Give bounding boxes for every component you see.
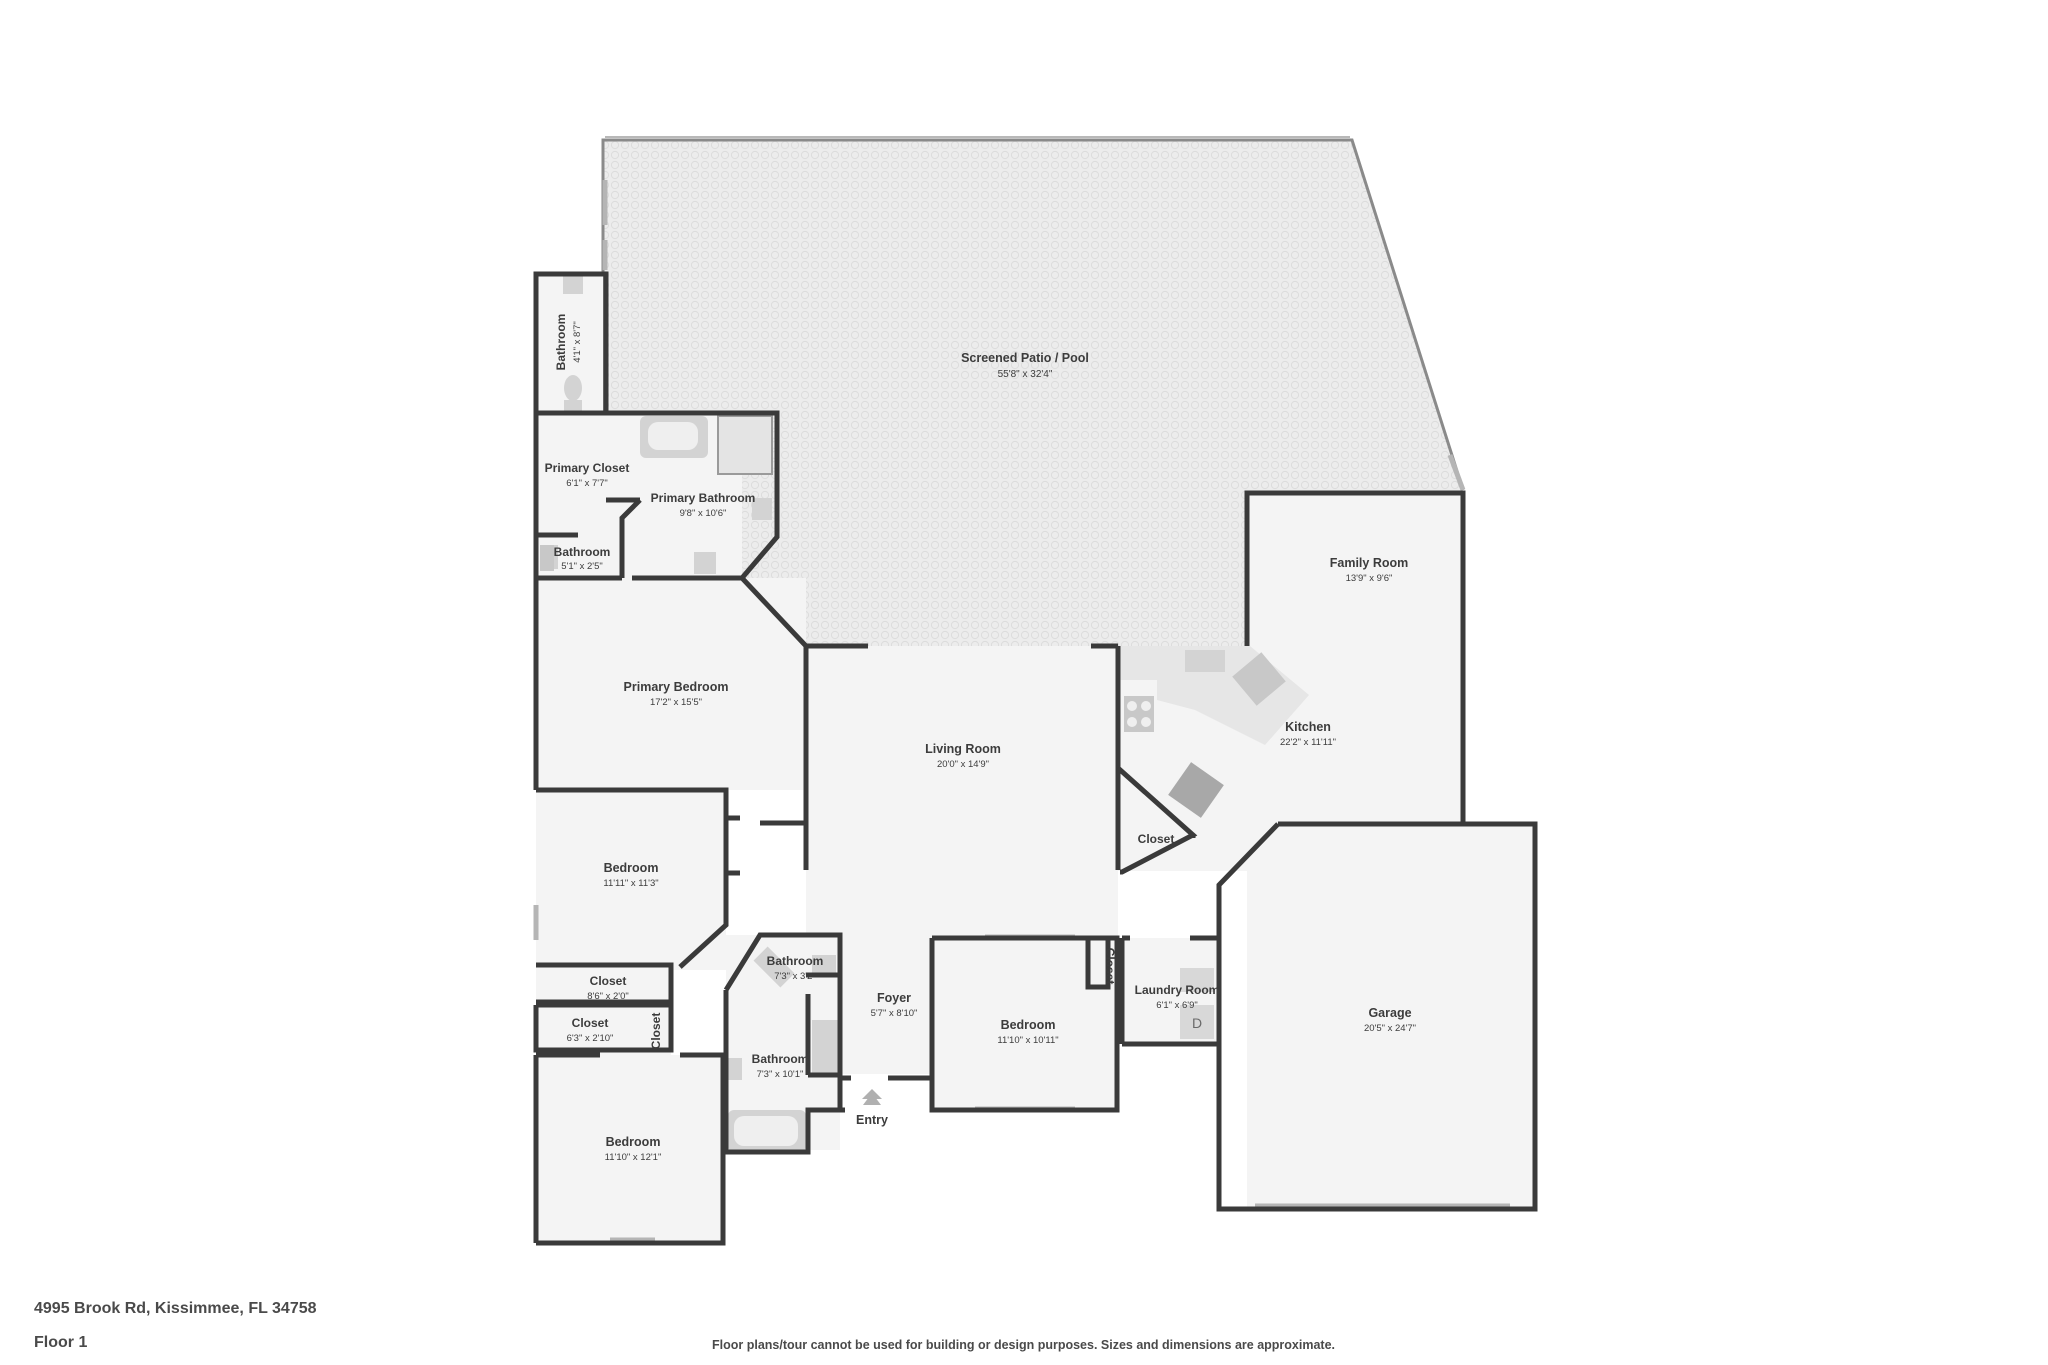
- room-name: Foyer: [877, 991, 911, 1005]
- room-dims: 13'9" x 9'6": [1346, 573, 1393, 584]
- room-name: Bathroom: [554, 545, 611, 559]
- room-dims: 55'8" x 32'4": [998, 369, 1053, 380]
- room-label-closet-bed3: Closet: [1103, 948, 1117, 985]
- room-label-family: Family Room 13'9" x 9'6": [1330, 556, 1409, 584]
- disclaimer-text: Floor plans/tour cannot be used for buil…: [712, 1338, 1336, 1352]
- room-label-bath-lower: Bathroom 7'3" x 10'1": [752, 1052, 809, 1080]
- room-dims: 7'3" x 10'1": [757, 1069, 804, 1080]
- room-dims: 11'11" x 11'3": [603, 878, 658, 889]
- room-name: Primary Closet: [545, 461, 630, 475]
- room-dims: 9'8" x 10'6": [680, 508, 727, 519]
- room-name: Primary Bathroom: [651, 491, 756, 505]
- room-dims: 4'1" x 8'7": [572, 321, 583, 363]
- room-name: Family Room: [1330, 556, 1409, 570]
- room-dims: 22'2" x 11'11": [1280, 737, 1336, 748]
- room-label-patio: Screened Patio / Pool 55'8" x 32'4": [961, 351, 1089, 380]
- room-name: Closet: [649, 1013, 663, 1050]
- property-address: 4995 Brook Rd, Kissimmee, FL 34758: [34, 1300, 317, 1317]
- room-name: Living Room: [925, 742, 1001, 756]
- entry-marker: Entry: [856, 1093, 888, 1127]
- room-dims: 5'7" x 8'10": [871, 1008, 918, 1019]
- room-dims: 6'1" x 6'9": [1156, 1000, 1198, 1011]
- room-label-primary-closet: Primary Closet 6'1" x 7'7": [545, 461, 630, 489]
- room-name: Bathroom: [752, 1052, 809, 1066]
- room-name: Bedroom: [1001, 1018, 1056, 1032]
- room-label-bedroom-2: Bedroom 11'11" x 11'3": [603, 861, 658, 889]
- room-name: Closet: [590, 974, 627, 988]
- room-label-bedroom-4: Bedroom 11'10" x 12'1": [605, 1135, 662, 1163]
- entry-arrow-icon: [863, 1093, 881, 1105]
- room-dims: 8'6" x 2'0": [587, 991, 629, 1002]
- walls: [533, 271, 1538, 1246]
- room-label-living: Living Room 20'0" x 14'9": [925, 742, 1001, 770]
- room-label-foyer: Foyer 5'7" x 8'10": [871, 991, 918, 1019]
- room-label-closet-vertical: Closet: [649, 1013, 663, 1050]
- room-name: Bathroom: [554, 314, 568, 371]
- fixtures: D: [540, 272, 1309, 1152]
- room-dims: 6'1" x 7'7": [566, 478, 608, 489]
- room-name: Bathroom: [767, 954, 824, 968]
- room-name: Closet: [572, 1016, 609, 1030]
- room-label-primary-bath: Primary Bathroom 9'8" x 10'6": [651, 491, 756, 519]
- room-name: Garage: [1368, 1006, 1411, 1020]
- room-label-laundry: Laundry Room 6'1" x 6'9": [1135, 983, 1220, 1011]
- floor-label: Floor 1: [34, 1334, 88, 1351]
- room-label-bath-mid: Bathroom 7'3" x 3'2": [767, 954, 824, 982]
- room-label-garage: Garage 20'5" x 24'7": [1364, 1006, 1416, 1034]
- room-label-kitchen-closet: Closet: [1138, 832, 1175, 846]
- room-name: Laundry Room: [1135, 983, 1220, 997]
- room-name: Kitchen: [1285, 720, 1331, 734]
- room-name: Bedroom: [606, 1135, 661, 1149]
- room-dims: 7'3" x 3'2": [774, 971, 816, 982]
- room-name: Bedroom: [604, 861, 659, 875]
- room-label-kitchen: Kitchen 22'2" x 11'11": [1280, 720, 1336, 748]
- room-label-closet-1: Closet 8'6" x 2'0": [587, 974, 629, 1002]
- room-label-bath-top: Bathroom 4'1" x 8'7": [554, 314, 583, 371]
- room-label-bath-small: Bathroom 5'1" x 2'5": [554, 545, 611, 572]
- room-dims: 11'10" x 10'11": [997, 1035, 1058, 1046]
- room-dims: 20'0" x 14'9": [937, 759, 989, 770]
- room-label-closet-2: Closet 6'3" x 2'10": [567, 1016, 614, 1044]
- room-name: Primary Bedroom: [624, 680, 729, 694]
- room-dims: 20'5" x 24'7": [1364, 1023, 1416, 1034]
- room-name: Closet: [1138, 832, 1175, 846]
- room-dims: 5'1" x 2'5": [561, 561, 603, 572]
- room-label-bedroom-3: Bedroom 11'10" x 10'11": [997, 1018, 1058, 1046]
- dryer-label: D: [1192, 1015, 1202, 1031]
- room-dims: 17'2" x 15'5": [650, 697, 702, 708]
- room-dims: 11'10" x 12'1": [605, 1152, 662, 1163]
- entry-label: Entry: [856, 1113, 888, 1127]
- room-dims: 6'3" x 2'10": [567, 1033, 614, 1044]
- room-name: Screened Patio / Pool: [961, 351, 1089, 365]
- room-name: Closet: [1103, 948, 1117, 985]
- room-label-primary-bedroom: Primary Bedroom 17'2" x 15'5": [624, 680, 729, 708]
